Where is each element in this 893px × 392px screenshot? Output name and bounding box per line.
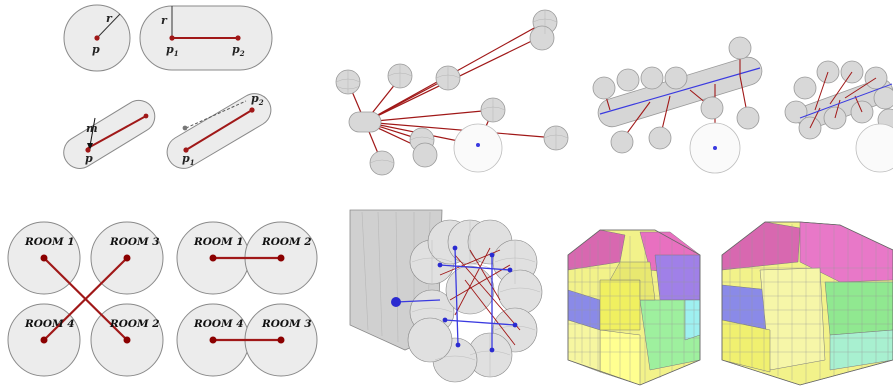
- circle-primitive: r p: [63, 4, 131, 72]
- room-label: ROOM 4: [193, 318, 244, 330]
- room-label: ROOM 1: [24, 236, 75, 248]
- panel-voxel-building-a: [567, 229, 701, 386]
- room-label: ROOM 2: [109, 318, 160, 330]
- panel-voxel-building-b: [721, 221, 893, 386]
- panel-capsule-hub: [592, 36, 763, 174]
- capsule-closest-point: m p: [63, 99, 156, 169]
- panel-star-graph: [335, 9, 569, 176]
- panel-primitive-shapes: r p r p1 p2 m p: [63, 4, 273, 169]
- point-label: p: [85, 152, 93, 165]
- m-label: m: [86, 122, 98, 135]
- endpoint-1-label: p1: [166, 43, 179, 58]
- capsule-primitive: r p1 p2: [139, 5, 273, 71]
- radius-label: r: [161, 14, 168, 27]
- room-label: ROOM 3: [261, 318, 312, 330]
- panel-building-graph: [349, 209, 543, 383]
- radius-label: r: [106, 12, 113, 25]
- endpoint-2-label: p2: [251, 92, 264, 107]
- panel-dense-cluster: [784, 60, 893, 173]
- endpoint-1-label: p1: [182, 152, 195, 167]
- capsule-segment-distance: p2 p1: [166, 92, 272, 169]
- point-label: p: [92, 43, 100, 56]
- sphere-cluster: [335, 9, 569, 176]
- panel-rooms-paired: ROOM 1 ROOM 2 ROOM 4 ROOM 3: [176, 221, 318, 377]
- room-label: ROOM 3: [109, 236, 160, 248]
- panel-rooms-crossed: ROOM 1 ROOM 3 ROOM 4 ROOM 2: [7, 221, 164, 377]
- room-label: ROOM 2: [261, 236, 312, 248]
- room-label: ROOM 4: [24, 318, 75, 330]
- endpoint-2-label: p2: [232, 43, 245, 58]
- room-label: ROOM 1: [193, 236, 244, 248]
